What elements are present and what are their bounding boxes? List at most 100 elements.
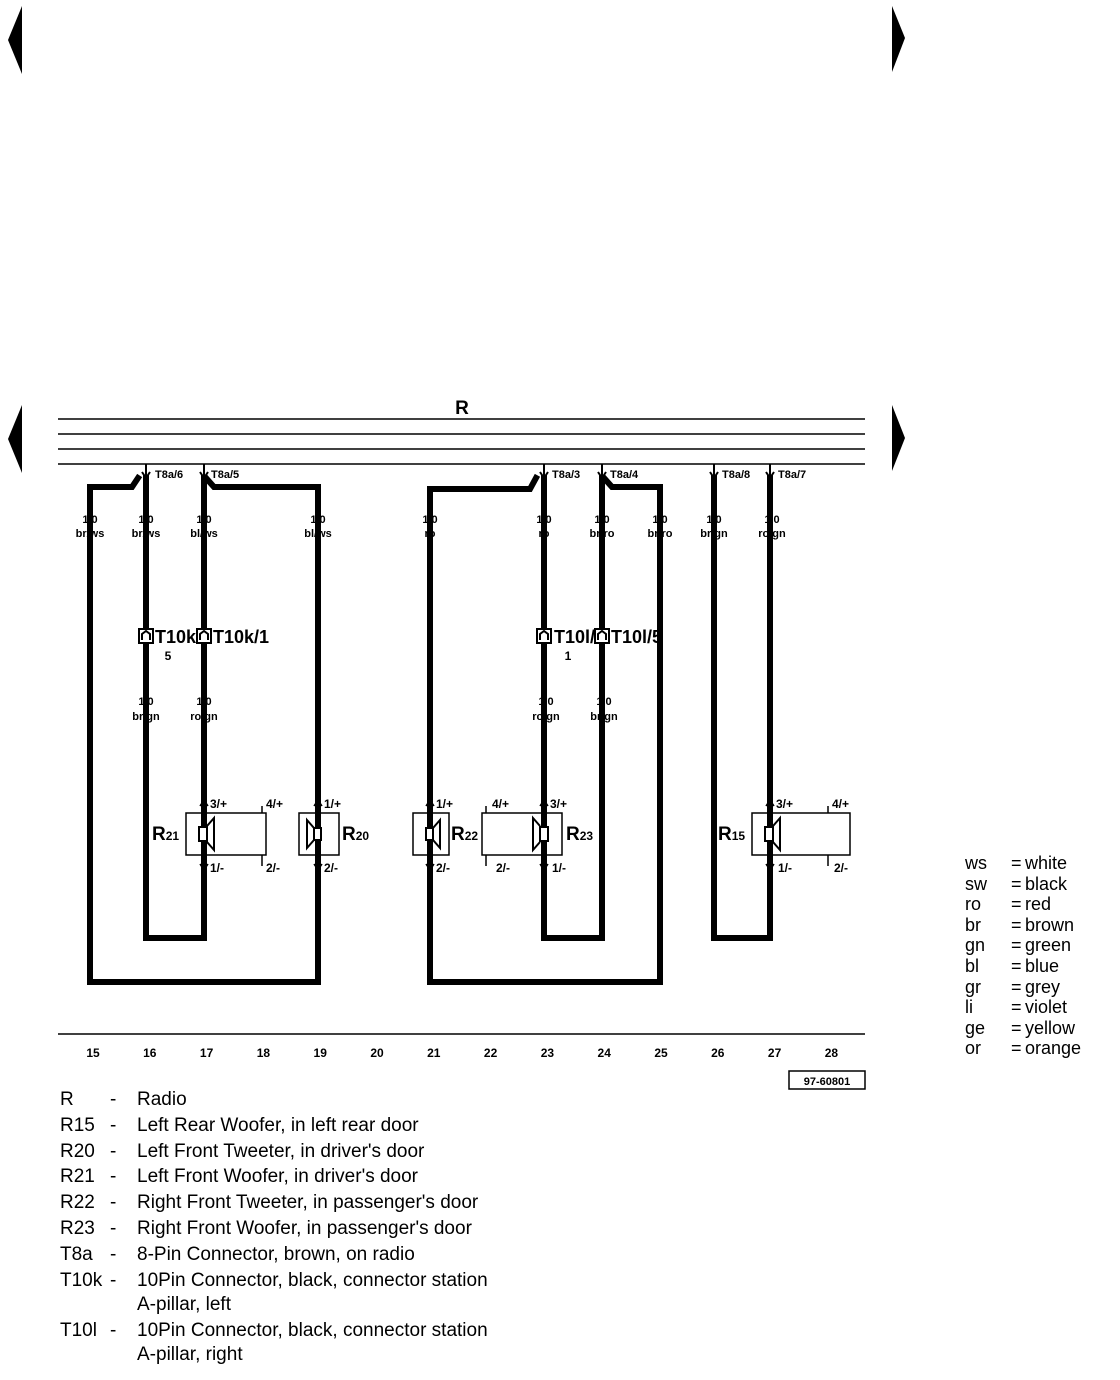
track-number: 25 [654,1046,668,1060]
wire-color: bl/ws [190,528,218,540]
track-number: 24 [598,1046,612,1060]
wire-color: ro/gn [190,711,218,723]
radio-bus: R [58,398,865,465]
color-name: white [1025,853,1068,873]
connector-plug-icon [138,628,154,644]
pin-label: 4/+ [266,797,283,811]
track-number: 26 [711,1046,725,1060]
pin-label: 2/- [436,861,450,875]
component-label: R21 [152,824,179,845]
pin-label: 4/+ [492,797,509,811]
pin-label-t8a6: T8a/6 [155,469,183,481]
prev-page-arrow-icon[interactable] [8,6,22,74]
pin-label-t8a4: T8a/4 [610,469,639,481]
legend-description: 10Pin Connector, black, connector statio… [137,1269,488,1291]
color-name: grey [1025,976,1061,997]
legend-dash: - [110,1218,117,1239]
pin-label: 3/+ [776,797,793,811]
color-name: green [1025,935,1072,956]
color-key-row: li=violet [965,997,1067,1017]
color-code: li [965,997,973,1018]
legend-description: 10Pin Connector, black, connector statio… [137,1319,488,1341]
legend-dash: - [110,1140,117,1162]
color-equals: = [1011,956,1022,976]
legend-code: R23 [60,1218,95,1239]
next-page-arrow-icon[interactable] [892,6,905,72]
component-r23: 4/+ 3/+ 2/- 1/- R23 [481,797,593,875]
pin-label: 1/- [552,861,566,875]
color-code: or [965,1038,982,1059]
next-section-arrow-icon[interactable] [892,405,905,471]
color-name: orange [1025,1038,1082,1059]
pin-label: 1/+ [436,797,453,811]
legend-code: R21 [60,1166,95,1188]
wire-size: 1,0 [596,696,611,708]
color-code: br [965,914,982,935]
component-label: R22 [451,824,478,845]
color-key-row: ge=yellow [965,1018,1075,1038]
wires [87,473,773,985]
speaker-icon [198,815,215,853]
color-key-row: or =orange [965,1038,1081,1058]
wire-color: br/ro [647,528,672,540]
pin-label-t8a7: T8a/7 [778,469,806,481]
component-label: R23 [566,824,593,845]
legend-code: T10k [60,1269,103,1291]
wire-color: ro/gn [758,528,786,540]
tweeter-icon [306,817,322,851]
prev-section-arrow-icon[interactable] [8,405,22,473]
connector-t10l1: T10l/ [554,627,595,647]
diagram-id: 97-60801 [804,1076,851,1088]
radio-label: R [455,398,469,419]
legend-dash: - [110,1089,117,1110]
color-equals: = [1011,976,1022,997]
wire-loop-26-27 [711,475,773,941]
tweeter-icon [425,817,441,851]
legend-code: T10l [60,1319,97,1341]
wire-size: 1,0 [422,514,437,526]
component-r21: 3/+ 4/+ 1/- 2/- R21 [152,797,283,875]
track-number: 20 [370,1046,384,1060]
color-equals: = [1011,873,1022,894]
color-code: ro [965,894,982,915]
legend-description: Radio [137,1089,187,1110]
wire-color: br/gn [132,711,160,723]
pin-label: 1/- [778,861,792,875]
component-r20: 1/+ 2/- R20 [298,797,369,875]
color-key-row: gn=green [965,935,1071,955]
connector-t10l1-sub: 1 [565,649,572,663]
track-number: 18 [257,1046,271,1060]
legend-dash: - [110,1243,117,1265]
color-equals: = [1011,1038,1022,1059]
wire-size: 1,0 [538,696,553,708]
wire-labels-lower: 1,0 br/gn 1,0 ro/gn 1,0 ro/gn 1,0 br/gn [132,696,618,723]
connector-plug-icon [196,628,212,644]
wire-size: 1,0 [536,514,551,526]
legend-code: R22 [60,1192,95,1214]
track-number: 22 [484,1046,498,1060]
color-equals: = [1011,894,1022,915]
wire-loop-15-19 [87,473,321,985]
wire-color: br/ws [132,528,161,540]
speaker-icon [532,815,549,853]
pin-label: 4/+ [832,797,849,811]
wire-size: 1,0 [652,514,667,526]
legend-dash: - [110,1166,117,1188]
legend-code: R15 [60,1114,95,1136]
pin-label: 2/- [834,861,848,875]
track-number: 15 [86,1046,100,1060]
connector-t10k5: T10k/ [155,627,201,647]
color-name: yellow [1025,1017,1076,1038]
legend-description-cont: A-pillar, left [137,1293,231,1315]
component-label: R15 [718,824,745,845]
radio-pins: T8a/6 T8a/5 T8a/3 T8a/4 T8a/8 T8a/7 [141,464,806,481]
wire-size: 1,0 [594,514,609,526]
wire-size: 1,0 [706,514,721,526]
legend-dash: - [110,1114,117,1136]
color-name: brown [1025,914,1075,935]
wire-color: bl/ws [304,528,332,540]
color-name: violet [1025,997,1068,1018]
pin-label-t8a3: T8a/3 [552,469,580,481]
track-number: 17 [200,1046,214,1060]
